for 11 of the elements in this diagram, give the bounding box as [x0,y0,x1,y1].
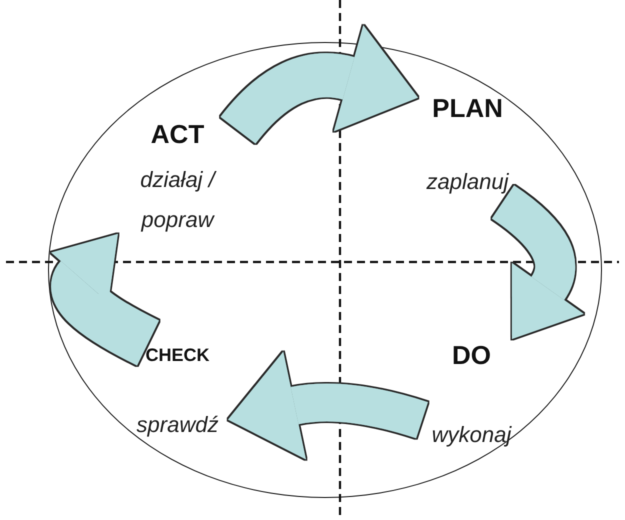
phase-description: zaplanuj [426,168,508,196]
curved-block-arrow [492,186,586,342]
phase-description: działaj / popraw [139,166,218,234]
cycle-ellipse [48,42,602,498]
phase-description: wykonaj [432,420,512,449]
phase-title: DO [452,338,491,370]
phase-title: ACT [150,118,204,150]
phase-description: sprawdź [136,410,218,439]
phase-title: CHECK [145,344,210,366]
curved-block-arrow [228,351,428,460]
phase-title: PLAN [432,92,503,124]
